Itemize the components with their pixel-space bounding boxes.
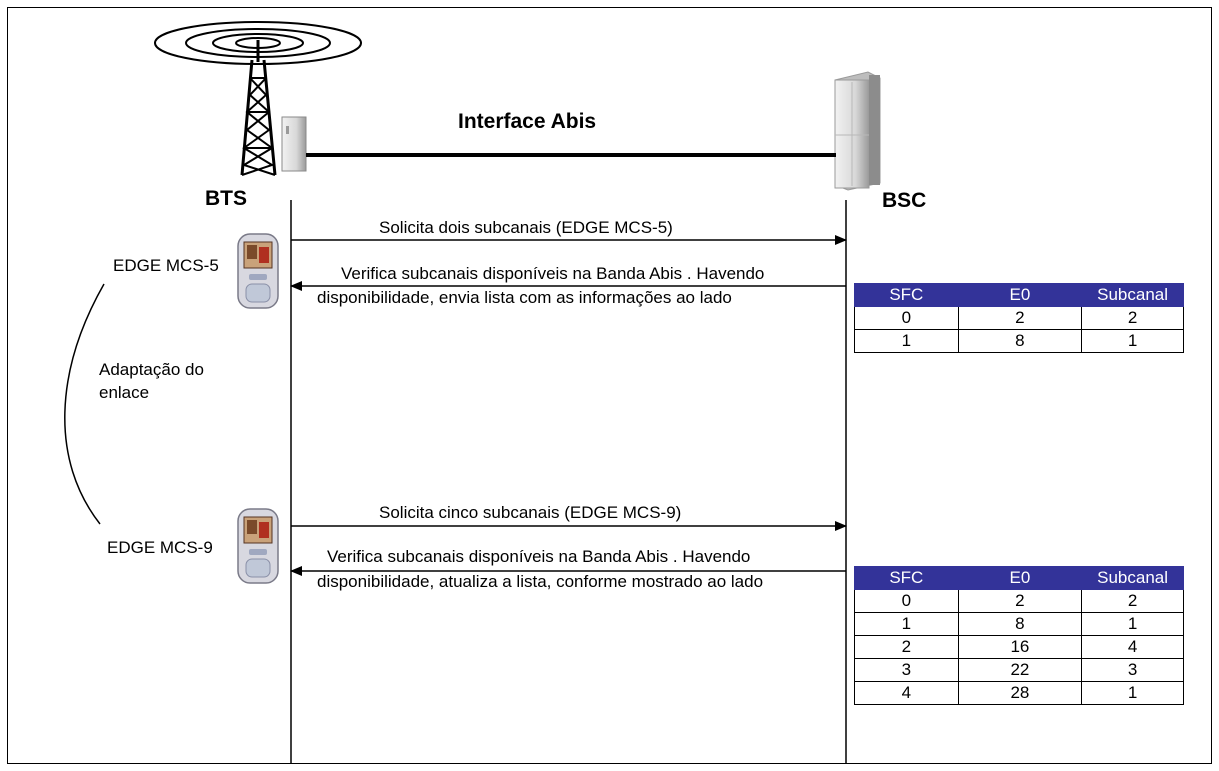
bts-label: BTS [205, 187, 247, 210]
table-row: 1 8 1 [854, 329, 1184, 353]
table-cell: 8 [957, 329, 1083, 353]
subchannel-table-1: SFC E0 Subcanal 0 2 2 1 8 1 [854, 283, 1184, 353]
antenna-tower-icon [154, 21, 362, 176]
table-header-cell: SFC [854, 566, 959, 590]
table-header-cell: Subcanal [1081, 566, 1184, 590]
table-cell: 4 [1081, 635, 1184, 659]
interface-title: Interface Abis [458, 110, 597, 133]
mobile-phone-icon [237, 508, 279, 584]
mobile-phone-icon [237, 233, 279, 309]
adaptation-curve [64, 283, 105, 525]
phone-label-mcs5: EDGE MCS-5 [113, 256, 219, 275]
table-cell: 2 [957, 589, 1083, 613]
table-header-cell: SFC [854, 283, 959, 307]
table-cell: 2 [854, 635, 959, 659]
table-header-row: SFC E0 Subcanal [854, 283, 1184, 307]
message-2-text-line1: Verifica subcanais disponíveis na Banda … [341, 264, 765, 283]
phone-label-mcs9: EDGE MCS-9 [107, 538, 213, 557]
table-cell: 1 [854, 612, 959, 636]
table-cell: 2 [1081, 589, 1184, 613]
table-cell: 1 [854, 329, 959, 353]
table-cell: 4 [854, 681, 959, 705]
table-cell: 3 [1081, 658, 1184, 682]
adaptation-label-line2: enlace [99, 383, 150, 402]
table-cell: 2 [957, 306, 1083, 330]
table-row: 0 2 2 [854, 589, 1184, 613]
table-row: 2 16 4 [854, 635, 1184, 659]
bsc-label: BSC [882, 189, 927, 212]
table-header-row: SFC E0 Subcanal [854, 566, 1184, 590]
table-header-cell: Subcanal [1081, 283, 1184, 307]
table-cell: 2 [1081, 306, 1184, 330]
table-row: 1 8 1 [854, 612, 1184, 636]
message-4-text-line2: disponibilidade, atualiza a lista, confo… [317, 572, 764, 591]
table-cell: 1 [1081, 612, 1184, 636]
subchannel-table-2: SFC E0 Subcanal 0 2 2 1 8 1 2 16 4 3 22 … [854, 566, 1184, 705]
table-cell: 0 [854, 589, 959, 613]
message-2-text-line2: disponibilidade, envia lista com as info… [317, 288, 732, 307]
table-cell: 3 [854, 658, 959, 682]
table-cell: 28 [957, 681, 1083, 705]
table-cell: 22 [957, 658, 1083, 682]
table-row: 4 28 1 [854, 681, 1184, 705]
table-header-cell: E0 [957, 566, 1083, 590]
bts-cabinet-icon [281, 116, 307, 172]
table-cell: 0 [854, 306, 959, 330]
table-cell: 8 [957, 612, 1083, 636]
table-cell: 16 [957, 635, 1083, 659]
table-header-cell: E0 [957, 283, 1083, 307]
message-4-text-line1: Verifica subcanais disponíveis na Banda … [327, 547, 751, 566]
table-row: 0 2 2 [854, 306, 1184, 330]
bsc-cabinet-icon [834, 71, 881, 191]
table-row: 3 22 3 [854, 658, 1184, 682]
adaptation-label-line1: Adaptação do [99, 360, 204, 379]
message-1-text: Solicita dois subcanais (EDGE MCS-5) [379, 218, 673, 237]
table-cell: 1 [1081, 329, 1184, 353]
message-3-text: Solicita cinco subcanais (EDGE MCS-9) [379, 503, 682, 522]
table-cell: 1 [1081, 681, 1184, 705]
